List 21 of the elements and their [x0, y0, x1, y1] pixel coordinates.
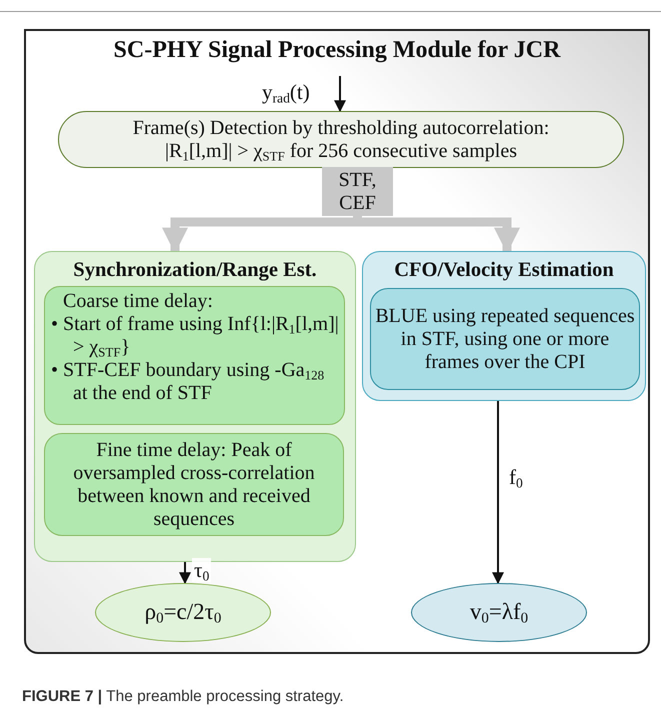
node-text: v$_{0}$=λf$_{0}$ [470, 599, 528, 626]
node-text: STF, CEF [338, 168, 378, 214]
figure-caption: FIGURE 7 | The preamble processing strategy. [22, 688, 344, 706]
bullet-item: • Start of frame using Inf{l:|R$_{1}$[l,m]| > χ$_{STF}$} [51, 313, 340, 359]
process-box [370, 288, 640, 390]
edge-label: τ$_{0}$ [192, 558, 212, 582]
module-panel [24, 29, 650, 654]
node-text: Fine time delay: Peak of oversampled cross-correlation between known and received sequences [72, 438, 316, 530]
node-text: BLUE using repeated sequences in STF, using one or more frames over the CPI [374, 304, 636, 374]
bullet-item: • STF-CEF boundary using -Ga$_{128}$ at the end of STF [51, 359, 326, 405]
group-panel [34, 251, 356, 562]
node-text: Frame(s) Detection by thresholding autocorrelation: |R$_{1}$[l,m]| > χ$_{STF}$ for 256 consecutive samples [132, 116, 550, 162]
process-box [44, 433, 344, 536]
group-panel [362, 251, 646, 401]
process-box [44, 286, 345, 425]
data-tag [322, 167, 393, 216]
item-heading: Coarse time delay: [62, 290, 214, 313]
diagram-title: SC-PHY Signal Processing Module for JCR [112, 37, 562, 64]
node-text: ρ$_{0}$=c/2τ$_{0}$ [144, 599, 222, 626]
group-heading: CFO/Velocity Estimation [393, 259, 615, 283]
group-heading: Synchronization/Range Est. [72, 259, 318, 283]
